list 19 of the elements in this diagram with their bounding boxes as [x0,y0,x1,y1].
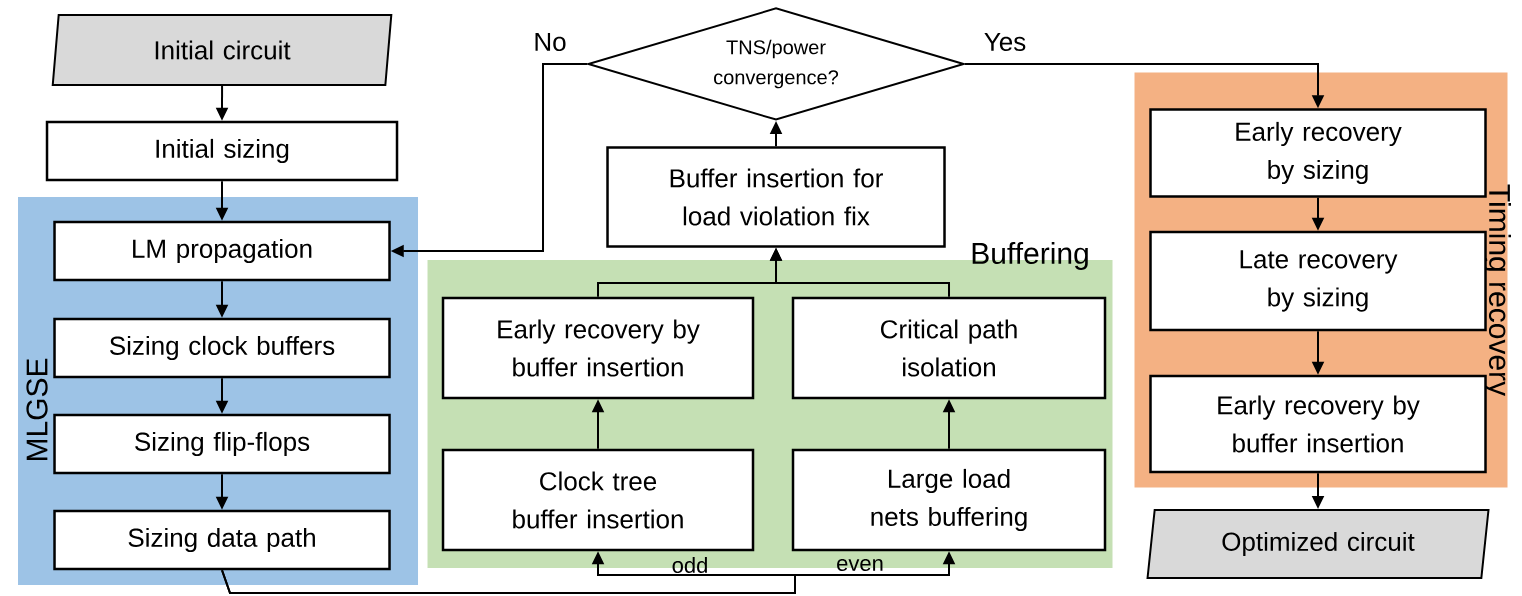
terminal-parallelogram: Initial circuit [51,14,393,86]
process-box: Large load nets buffering [791,448,1107,552]
process-box: Early recovery by buffer insertion [441,296,755,400]
edge-label: even [837,558,883,571]
edge-label: odd [672,556,707,574]
process-box: Sizing data path [53,509,391,571]
process-box: Sizing clock buffers [53,317,391,379]
process-box: Sizing flip-flops [53,413,391,475]
process-box: Clock tree buffer insertion [441,448,755,552]
terminal-parallelogram: Optimized circuit [1146,509,1490,579]
process-box: Early recovery by buffer insertion [1149,374,1487,474]
edge-label: No [535,32,566,52]
process-box: LM propagation [53,220,391,282]
process-box: Buffer insertion for load violation fix [606,146,946,248]
process-box: Late recovery by sizing [1149,230,1487,332]
process-box: Early recovery by sizing [1149,108,1487,198]
edge-label: Yes [984,32,1026,52]
process-box: Initial sizing [45,120,399,182]
process-box: Critical path isolation [791,296,1107,400]
